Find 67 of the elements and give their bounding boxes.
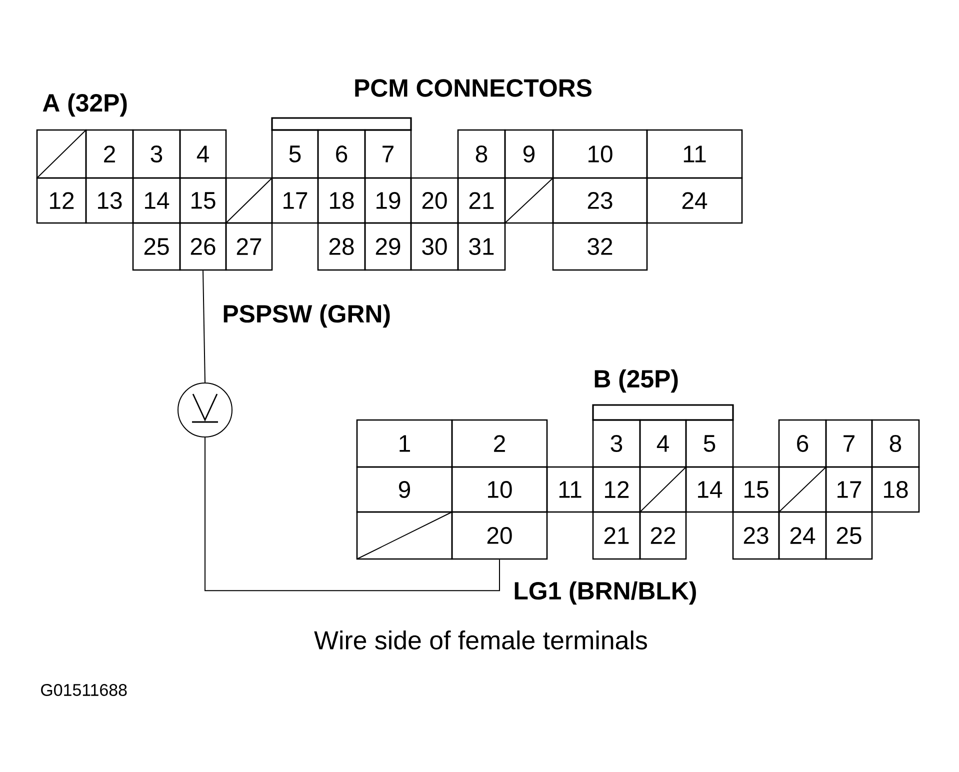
blank-pin-cell (225, 177, 273, 224)
pin-cell: 2 (451, 419, 548, 468)
pin-cell: 26 (179, 222, 227, 271)
pin-cell: 4 (639, 419, 687, 468)
title: PCM CONNECTORS (355, 79, 592, 97)
pin-cell: 31 (457, 222, 506, 271)
pin-cell: 14 (132, 177, 181, 224)
connector-label: A (32P) (42, 93, 127, 117)
pin-cell: 10 (552, 129, 648, 179)
pin-cell: 15 (179, 177, 227, 224)
pin-cell: 30 (410, 222, 459, 271)
pin-cell: 2 (85, 129, 134, 179)
pin-cell: 11 (646, 129, 743, 179)
blank-pin-cell (778, 466, 827, 513)
pin-cell: 14 (685, 466, 734, 513)
pin-cell: 29 (364, 222, 412, 271)
pin-cell: 5 (271, 129, 319, 179)
figure-id: G01511688 (41, 684, 127, 696)
pin-cell: 17 (825, 466, 873, 513)
pin-cell: 20 (451, 511, 548, 560)
pin-cell: 13 (85, 177, 134, 224)
pin-cell: 18 (871, 466, 920, 513)
pin-cell: 15 (732, 466, 780, 513)
pin-cell: 21 (592, 511, 641, 560)
pin-cell: 21 (457, 177, 506, 224)
pin-cell: 5 (685, 419, 734, 468)
pin-cell: 8 (457, 129, 506, 179)
pin-cell: 24 (646, 177, 743, 224)
pin-cell: 8 (871, 419, 920, 468)
pin-cell: 17 (271, 177, 319, 224)
voltmeter-symbol (178, 382, 232, 438)
pin-cell: 11 (546, 466, 594, 513)
pin-cell: 20 (410, 177, 459, 224)
pin-cell: 3 (592, 419, 641, 468)
caption: Wire side of female terminals (314, 630, 647, 650)
pin-cell: 18 (317, 177, 366, 224)
pin-cell: 6 (778, 419, 827, 468)
pin-cell: 7 (364, 129, 412, 179)
pin-cell: 12 (592, 466, 641, 513)
wire (202, 270, 206, 383)
blank-pin-cell (36, 129, 87, 179)
pin-cell: 24 (778, 511, 827, 560)
pin-cell: 9 (504, 129, 554, 179)
pin-cell: 25 (132, 222, 181, 271)
pin-cell: 25 (825, 511, 873, 560)
pin-cell: 7 (825, 419, 873, 468)
blank-pin-cell (504, 177, 554, 224)
pin-cell: 22 (639, 511, 687, 560)
pin-cell: 19 (364, 177, 412, 224)
pin-cell: 23 (552, 177, 648, 224)
blank-pin-cell (356, 511, 453, 560)
pin-cell: 9 (356, 466, 453, 513)
pin-cell: 4 (179, 129, 227, 179)
blank-pin-cell (639, 466, 687, 513)
pin-cell: 27 (225, 222, 273, 271)
connector-label: B (25P) (594, 369, 678, 393)
pin-cell: 10 (451, 466, 548, 513)
wire (204, 437, 500, 592)
wire-label: PSPSW (GRN) (224, 304, 390, 328)
pin-cell: 12 (36, 177, 87, 224)
pin-cell: 32 (552, 222, 648, 271)
pin-cell: 6 (317, 129, 366, 179)
pin-cell: 23 (732, 511, 780, 560)
pin-cell: 1 (356, 419, 453, 468)
wire-label: LG1 (BRN/BLK) (514, 581, 696, 605)
pin-cell: 28 (317, 222, 366, 271)
pin-cell: 3 (132, 129, 181, 179)
